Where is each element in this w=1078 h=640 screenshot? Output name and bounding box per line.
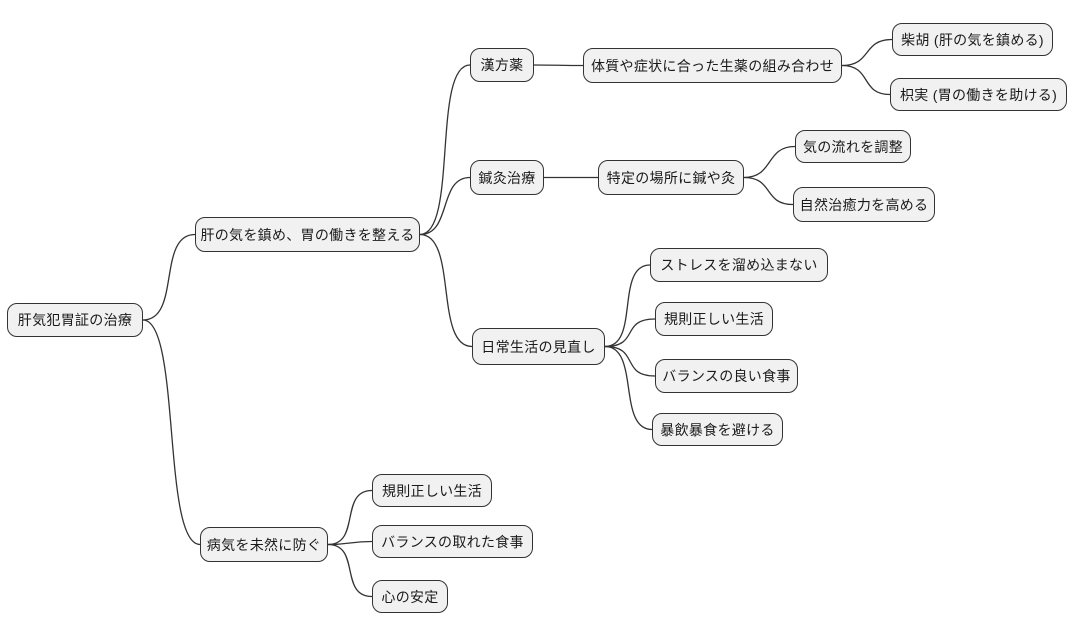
node-prevent-illness: 病気を未然に防ぐ [200,527,328,562]
connector [142,319,201,546]
connector [743,145,796,179]
connector [604,345,656,377]
node-root: 肝気犯胃証の治療 [7,303,143,337]
node-avoid-stress-buildup: ストレスを溜め込まない [650,248,828,282]
connector [533,64,584,67]
node-kampo-medicine: 漢方薬 [470,48,534,82]
node-saiko-herb: 柴胡 (肝の気を鎮める) [892,23,1053,56]
node-regular-lifestyle-prevention: 規則正しい生活 [372,474,492,507]
connector [327,540,373,546]
node-mental-stability: 心の安定 [372,580,448,613]
node-regulate-qi-flow: 気の流れを調整 [795,130,911,163]
connector [841,64,891,96]
node-herb-combination: 体質や症状に合った生薬の組み合わせ [583,48,842,83]
connector [604,345,653,431]
connector [604,318,656,348]
connector [327,489,373,546]
connector [419,64,471,236]
node-kijitsu-herb: 枳実 (胃の働きを助ける) [890,78,1067,111]
connector [142,233,196,321]
connector [419,233,473,348]
connector [419,176,471,236]
node-balanced-meals: バランスの良い食事 [655,359,798,393]
connector [841,38,893,67]
node-calm-liver-regulate-stomach: 肝の気を鎮め、胃の働きを整える [195,217,420,252]
connector [327,543,373,598]
connector [743,176,794,206]
node-boost-natural-healing: 自然治癒力を高める [793,187,935,222]
node-daily-life-review: 日常生活の見直し [472,328,605,365]
connector [604,264,651,348]
node-avoid-overeating: 暴飲暴食を避ける [652,413,783,446]
node-balanced-diet-prevention: バランスの取れた食事 [372,525,533,558]
node-needle-moxa-points: 特定の場所に鍼や灸 [598,160,744,195]
node-regular-lifestyle: 規則正しい生活 [655,302,773,336]
node-acupuncture-treatment: 鍼灸治療 [470,160,544,195]
